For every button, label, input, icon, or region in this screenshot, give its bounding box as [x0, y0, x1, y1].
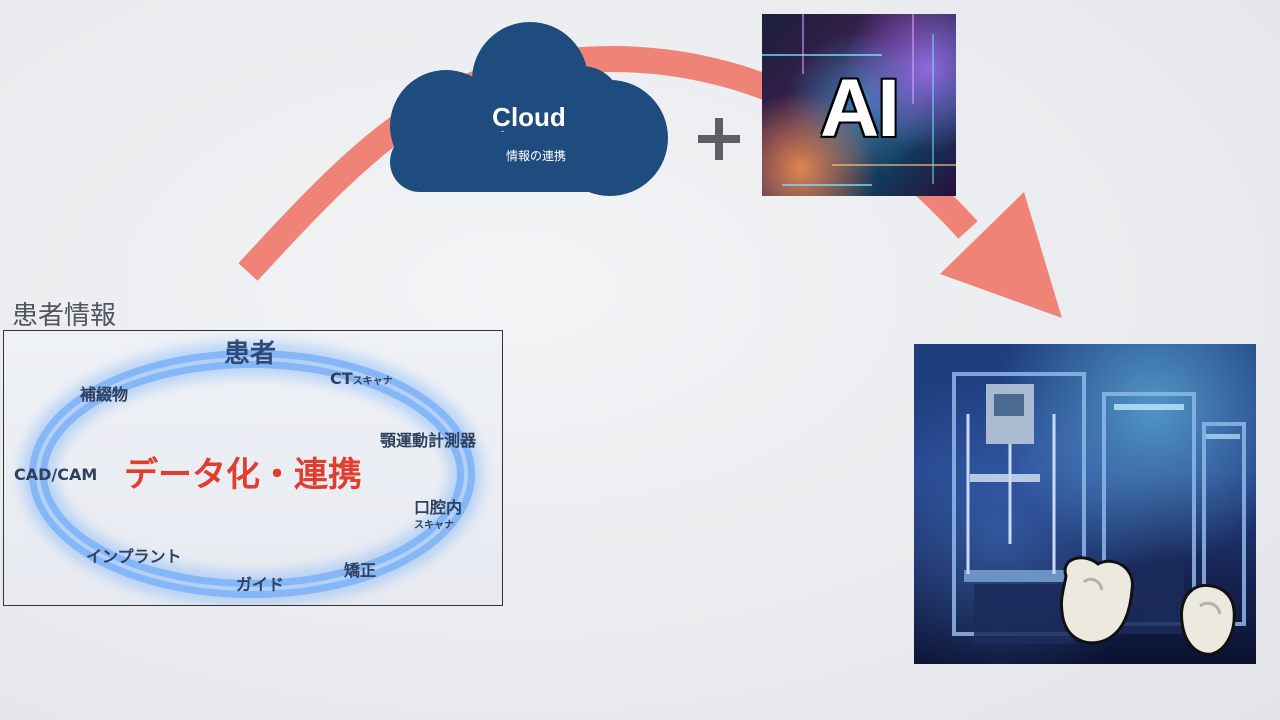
cloud-icon [390, 22, 668, 196]
fabrication-image [914, 344, 1256, 664]
node-prosthesis: 補綴物 [80, 385, 129, 404]
cloud-subtitle: 情報の連携 [505, 149, 566, 163]
node-cadcam: CAD/CAM [14, 465, 98, 484]
center-text: データ化・連携 [124, 455, 362, 495]
plus-icon [698, 118, 740, 160]
node-intraoral-sublabel: スキャナ [414, 520, 454, 531]
node-ct: CTスキャナ [330, 369, 393, 388]
node-ct-label: CT [330, 369, 353, 388]
node-ortho: 矯正 [344, 561, 377, 580]
data-ring [21, 342, 483, 605]
node-guide: ガイド [236, 575, 285, 594]
ai-image: AI [762, 14, 956, 196]
node-implant: インプラント [86, 547, 182, 566]
patient-info-label: 患者情報 [12, 301, 117, 331]
cloud-shape: Cloud 情報の連携 [388, 14, 682, 196]
cloud-title: Cloud [492, 102, 566, 132]
node-intraoral-label: 口腔内 [414, 498, 463, 517]
node-ct-sublabel: スキャナ [352, 376, 393, 387]
node-intraoral: 口腔内 スキャナ [414, 499, 462, 535]
ai-text: AI [820, 63, 900, 154]
printer-illustration [952, 372, 1246, 656]
node-jaw-motion: 顎運動計測器 [380, 431, 477, 450]
node-patient-title: 患者 [224, 339, 277, 369]
patient-data-diagram: 患者 CTスキャナ 顎運動計測器 口腔内 スキャナ 矯正 ガイド インプラント … [3, 330, 503, 606]
